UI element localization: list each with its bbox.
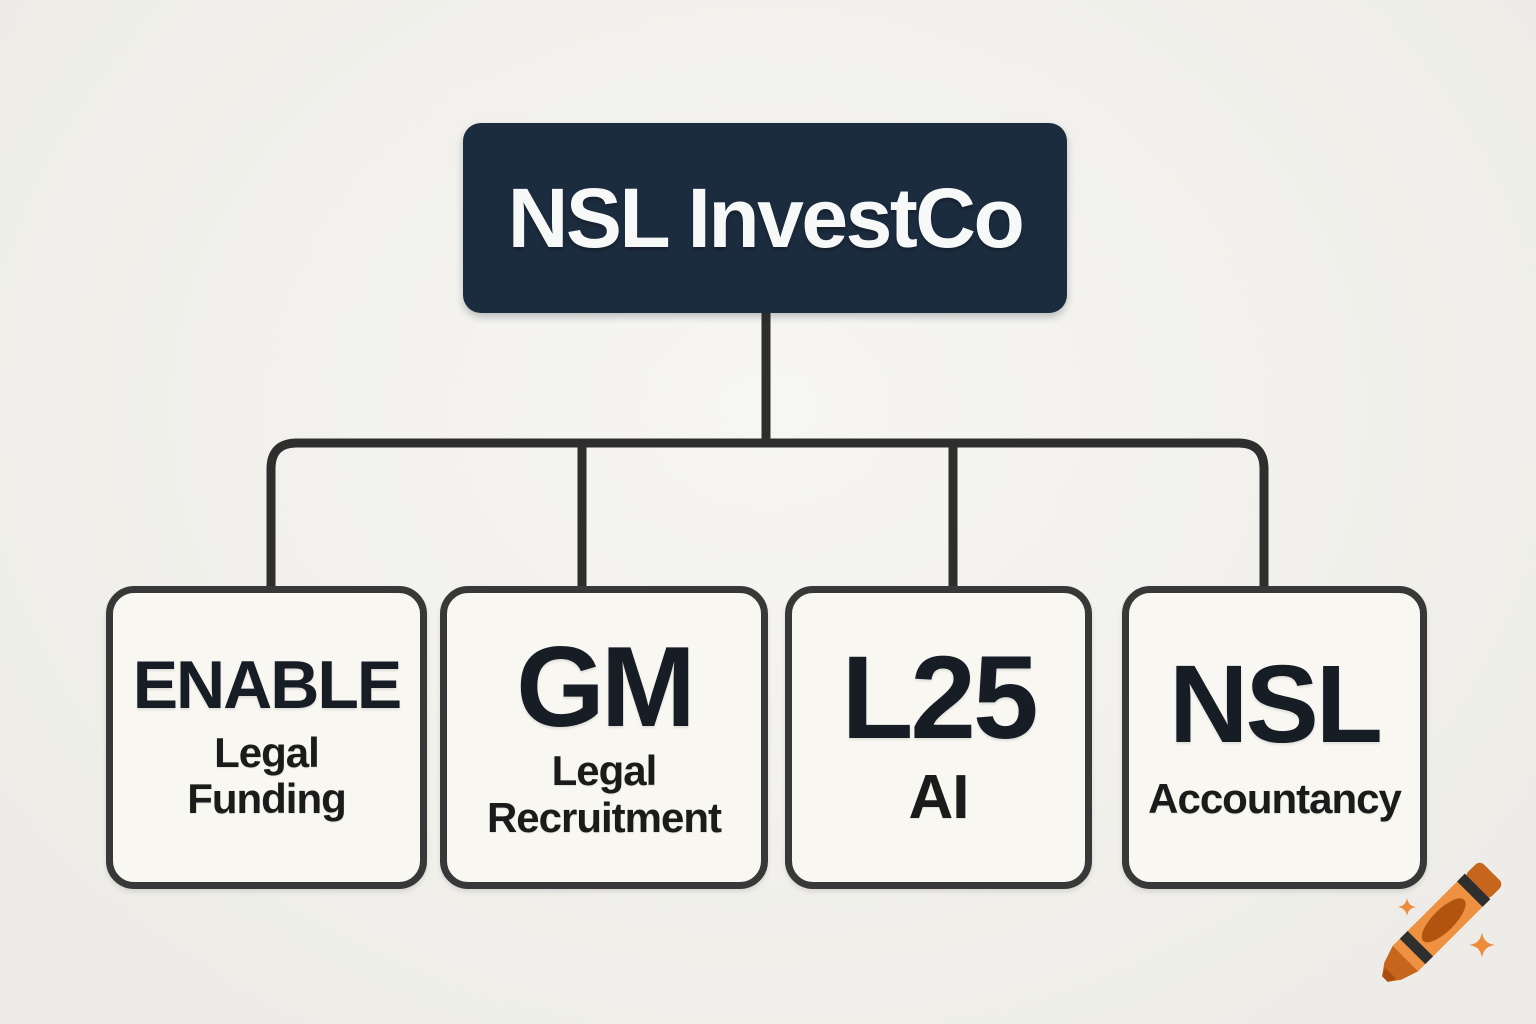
org-node-enable-legal-funding: ENABLE Legal Funding — [106, 586, 427, 889]
child-subtitle-line: Funding — [187, 774, 347, 822]
child-subtitle-line: Legal — [551, 747, 658, 795]
child-title: GM — [516, 624, 696, 752]
child-subtitle: Legal Recruitment — [486, 747, 722, 841]
root-label: NSL InvestCo — [507, 170, 1025, 265]
child-subtitle: Legal Funding — [187, 728, 347, 822]
child-title: L25 — [841, 632, 1038, 765]
child-subtitle-line: Recruitment — [486, 793, 722, 841]
org-node-nsl-accountancy: NSL Accountancy — [1122, 586, 1427, 889]
sparkle-icon — [1398, 898, 1416, 916]
sparkle-icon — [1469, 932, 1495, 958]
org-node-l25-ai: L25 AI — [785, 586, 1092, 889]
org-node-root: NSL InvestCo — [463, 123, 1067, 313]
org-node-gm-legal-recruitment: GM Legal Recruitment — [440, 586, 768, 889]
child-title: NSL — [1169, 643, 1383, 767]
child-subtitle-line: Legal — [214, 728, 320, 776]
child-subtitle-line: AI — [908, 763, 970, 833]
child-title: ENABLE — [132, 647, 403, 724]
crayon-icon — [1382, 862, 1502, 982]
child-subtitle: Accountancy — [1148, 774, 1402, 822]
child-subtitle-line: Accountancy — [1148, 774, 1402, 822]
connector-bar — [266, 438, 1269, 588]
child-subtitle: AI — [908, 763, 970, 833]
